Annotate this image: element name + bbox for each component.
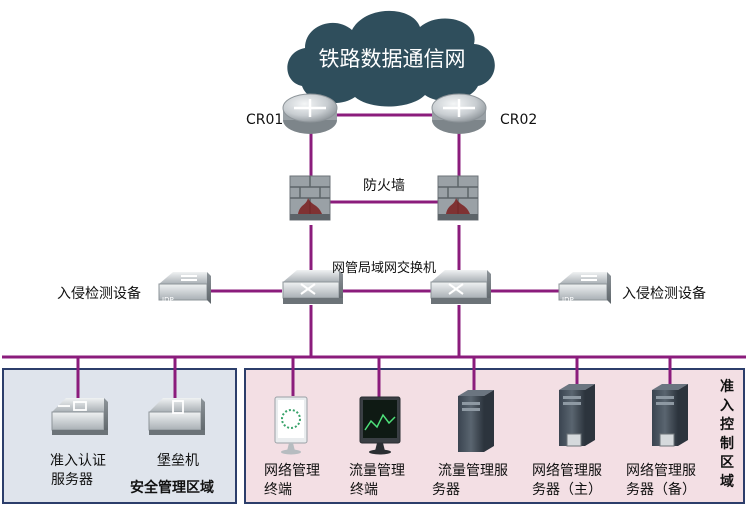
firewall-icon [289,175,331,221]
bastion-host-icon [148,398,205,435]
access-zone-title-char: 区 [720,455,734,471]
monitor-icon [359,396,401,455]
security-zone [2,368,237,504]
links [2,113,746,398]
access-zone-title-char: 准 [720,378,734,395]
ids-icon [558,272,611,304]
firewall-icon [437,175,479,221]
flow-terminal-line2: 终端 [350,482,378,498]
firewall-label: 防火墙 [363,178,405,194]
server-icon [652,384,688,447]
nm-terminal-line1: 网络管理 [264,463,320,479]
access-zone-title-char: 控 [720,416,734,433]
monitor-icon [274,396,308,455]
flow-server-line1: 流量管理服 [438,463,508,479]
flow-server-line2: 务器 [432,482,460,498]
nm-terminal-line2: 终端 [264,482,292,498]
switch-icon [430,270,491,304]
access-zone-title-char: 域 [720,473,734,490]
ids-badge: IDP [162,296,174,304]
nm-server-backup-line2: 务器（备） [626,481,696,498]
access-zone-title: 准 入 控 制 区 域 [720,378,734,490]
ids-icon [158,272,211,304]
ids-label-left: 入侵检测设备 [57,285,141,302]
ids-label-right: 入侵检测设备 [622,285,706,302]
nm-server-main-line1: 网络管理服 [532,463,602,479]
nac-label-line1: 准入认证 [50,453,106,469]
ids-badge: IDP [562,296,574,304]
switch-label: 网管局域网交换机 [332,260,436,276]
flow-terminal-line1: 流量管理 [349,463,405,479]
router-label-cr02: CR02 [500,112,537,128]
switch-icon [282,270,343,304]
router-icon [282,93,338,134]
nac-server-icon [51,398,108,435]
access-zone-title-char: 入 [720,398,734,414]
access-zone-title-char: 制 [720,435,734,452]
nm-server-main-line2: 务器（主） [532,482,602,498]
router-icon [431,93,487,134]
bastion-label: 堡垒机 [157,453,199,469]
nm-server-backup-line1: 网络管理服 [626,463,696,479]
router-label-cr01: CR01 [246,112,283,128]
security-zone-title: 安全管理区域 [130,479,214,496]
server-icon [559,384,595,447]
cloud-label: 铁路数据通信网 [319,47,466,71]
server-icon [458,390,494,452]
nac-label-line2: 服务器 [51,472,93,488]
cloud-icon [287,10,495,107]
